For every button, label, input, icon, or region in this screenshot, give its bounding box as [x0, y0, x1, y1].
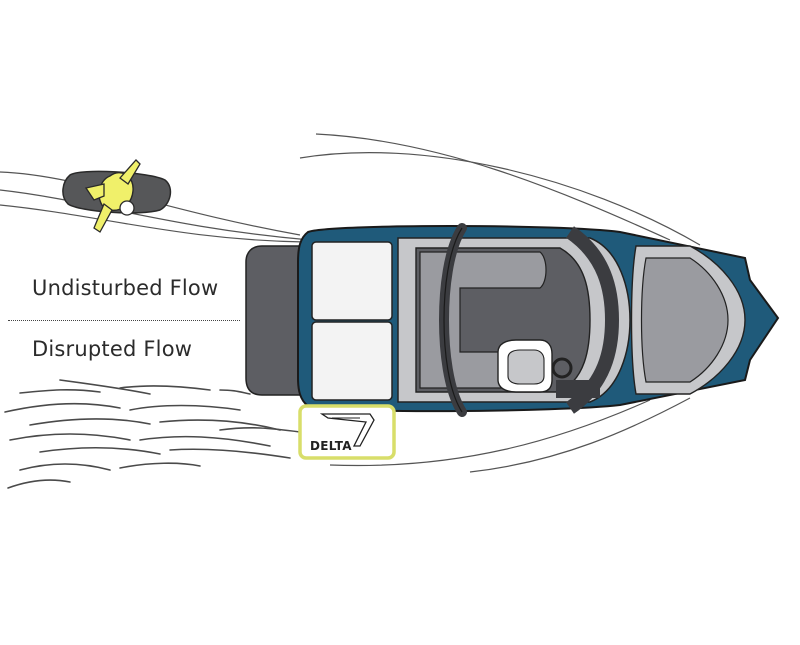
undisturbed-flow-label: Undisturbed Flow [32, 276, 219, 300]
disrupted-flow-lines [4, 379, 301, 489]
wakeboarder-icon [62, 159, 172, 233]
delta-label: DELTA [310, 439, 352, 453]
disrupted-flow-label: Disrupted Flow [32, 337, 193, 361]
boat-icon [245, 223, 780, 417]
flow-divider [8, 320, 240, 321]
delta-device-icon [298, 404, 396, 460]
lower-wake-lines [329, 397, 691, 473]
